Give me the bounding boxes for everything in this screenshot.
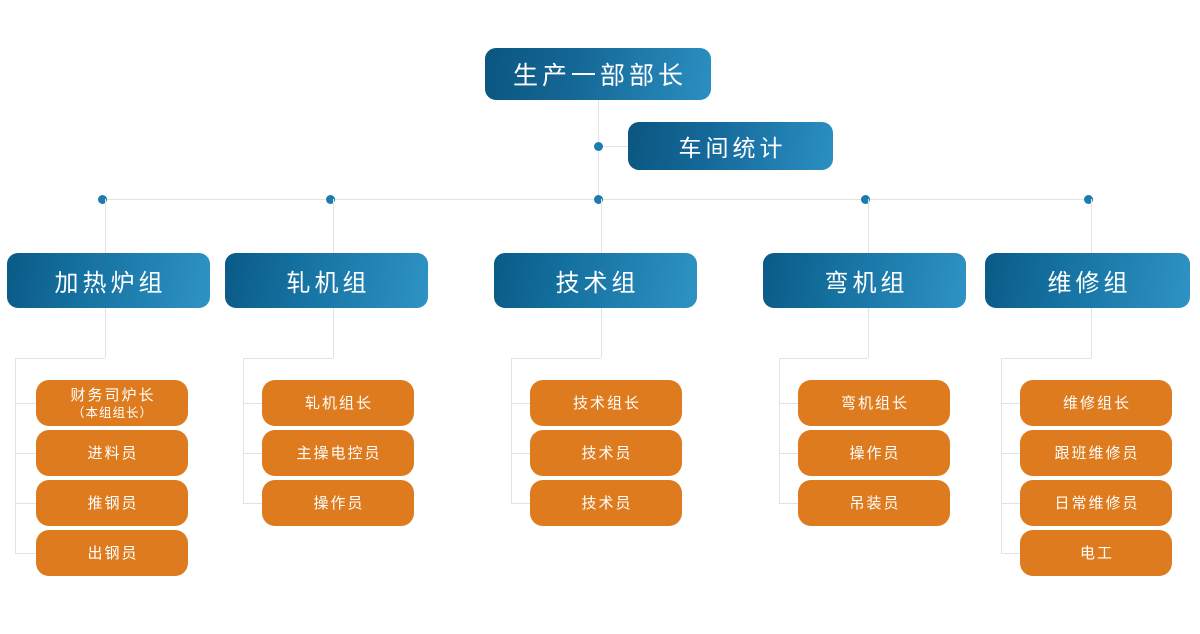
connector-leaf-stub-2-3 [243, 503, 262, 504]
node-group-5[interactable]: 维修组 [985, 253, 1190, 308]
connector-leaf-stub-4-3 [779, 503, 798, 504]
leaf-role-3-1[interactable]: 技术组长 [530, 380, 682, 426]
leaf-role-5-2[interactable]: 跟班维修员 [1020, 430, 1172, 476]
leaf-role-5-1[interactable]: 维修组长 [1020, 380, 1172, 426]
connector-spine-5 [1001, 358, 1002, 553]
connector-group-stem-1 [105, 199, 106, 253]
group-label: 弯机组 [824, 269, 909, 297]
connector-leaf-stub-3-1 [511, 403, 530, 404]
connector-spine-4 [779, 358, 780, 503]
leaf-role-4-2[interactable]: 操作员 [798, 430, 950, 476]
node-production-director[interactable]: 生产一部部长 [485, 48, 711, 100]
leaf-role-1-4[interactable]: 出钢员 [36, 530, 188, 576]
leaf-role-3-2[interactable]: 技术员 [530, 430, 682, 476]
connector-leaf-stub-2-2 [243, 453, 262, 454]
leaf-role-3-3[interactable]: 技术员 [530, 480, 682, 526]
connector-group-stem-2 [333, 199, 334, 253]
connector-leaf-stub-5-1 [1001, 403, 1020, 404]
connector-dot-group-4 [860, 194, 870, 204]
leaf-role-1-3[interactable]: 推钢员 [36, 480, 188, 526]
connector-dot-group-2 [325, 194, 335, 204]
leaf-role-label: 操作员 [313, 493, 365, 512]
leaf-role-label: 吊装员 [849, 493, 901, 512]
node-workshop-statistician[interactable]: 车间统计 [628, 122, 833, 170]
leaf-role-label: 进料员 [87, 443, 139, 462]
connector-group-elbow-1 [15, 358, 105, 359]
leaf-role-4-3[interactable]: 吊装员 [798, 480, 950, 526]
leaf-role-label: 操作员 [849, 443, 901, 462]
leaf-role-label: 轧机组长 [304, 393, 373, 412]
node-group-4[interactable]: 弯机组 [763, 253, 966, 308]
leaf-role-2-3[interactable]: 操作员 [262, 480, 414, 526]
leaf-role-label: 电工 [1079, 543, 1114, 562]
group-label: 技术组 [555, 269, 640, 297]
connector-group-stem-3 [601, 199, 602, 253]
connector-leaf-stub-4-2 [779, 453, 798, 454]
leaf-role-4-1[interactable]: 弯机组长 [798, 380, 950, 426]
leaf-role-2-1[interactable]: 轧机组长 [262, 380, 414, 426]
connector-dot-staff [593, 141, 603, 151]
connector-dot-group-1 [97, 194, 107, 204]
connector-group-elbow-4 [779, 358, 868, 359]
connector-group-elbow-5 [1001, 358, 1091, 359]
connector-leaf-stub-5-3 [1001, 503, 1020, 504]
connector-leaf-stub-4-1 [779, 403, 798, 404]
connector-dot-group-3 [593, 194, 603, 204]
connector-group-elbow-2 [243, 358, 333, 359]
connector-group-elbow-3 [511, 358, 601, 359]
connector-leaf-stub-5-4 [1001, 553, 1020, 554]
connector-group-drop-5 [1091, 308, 1092, 358]
leaf-role-label: 日常维修员 [1054, 493, 1140, 512]
group-label: 轧机组 [286, 269, 371, 297]
connector-spine-1 [15, 358, 16, 553]
leaf-role-label: 维修组长 [1062, 393, 1131, 412]
leaf-role-label: 主操电控员 [296, 443, 382, 462]
node-group-1[interactable]: 加热炉组 [7, 253, 210, 308]
node-group-2[interactable]: 轧机组 [225, 253, 428, 308]
group-label: 加热炉组 [54, 269, 167, 297]
connector-leaf-stub-1-2 [15, 453, 36, 454]
connector-leaf-stub-5-2 [1001, 453, 1020, 454]
leaf-role-sublabel: （本组组长） [71, 404, 153, 420]
leaf-role-label: 技术员 [581, 443, 633, 462]
connector-leaf-stub-3-3 [511, 503, 530, 504]
connector-staff-branch [598, 146, 628, 147]
leaf-role-label: 出钢员 [87, 543, 139, 562]
node-group-3[interactable]: 技术组 [494, 253, 697, 308]
leaf-role-1-2[interactable]: 进料员 [36, 430, 188, 476]
connector-group-drop-2 [333, 308, 334, 358]
leaf-role-label: 推钢员 [87, 493, 139, 512]
leaf-role-label: 技术员 [581, 493, 633, 512]
connector-leaf-stub-1-4 [15, 553, 36, 554]
connector-dot-group-5 [1083, 194, 1093, 204]
leaf-role-label: 技术组长 [572, 393, 641, 412]
connector-group-stem-5 [1091, 199, 1092, 253]
connector-group-stem-4 [868, 199, 869, 253]
connector-leaf-stub-1-1 [15, 403, 36, 404]
leaf-role-label: 财务司炉长 [70, 385, 156, 404]
leaf-role-1-1[interactable]: 财务司炉长（本组组长） [36, 380, 188, 426]
connector-leaf-stub-1-3 [15, 503, 36, 504]
connector-spine-2 [243, 358, 244, 503]
leaf-role-5-4[interactable]: 电工 [1020, 530, 1172, 576]
connector-leaf-stub-3-2 [511, 453, 530, 454]
leaf-role-2-2[interactable]: 主操电控员 [262, 430, 414, 476]
group-label: 维修组 [1047, 269, 1132, 297]
connector-leaf-stub-2-1 [243, 403, 262, 404]
connector-spine-3 [511, 358, 512, 503]
leaf-role-5-3[interactable]: 日常维修员 [1020, 480, 1172, 526]
connector-group-drop-3 [601, 308, 602, 358]
leaf-role-label: 弯机组长 [840, 393, 909, 412]
connector-group-drop-1 [105, 308, 106, 358]
leaf-role-label: 跟班维修员 [1054, 443, 1140, 462]
connector-group-drop-4 [868, 308, 869, 358]
